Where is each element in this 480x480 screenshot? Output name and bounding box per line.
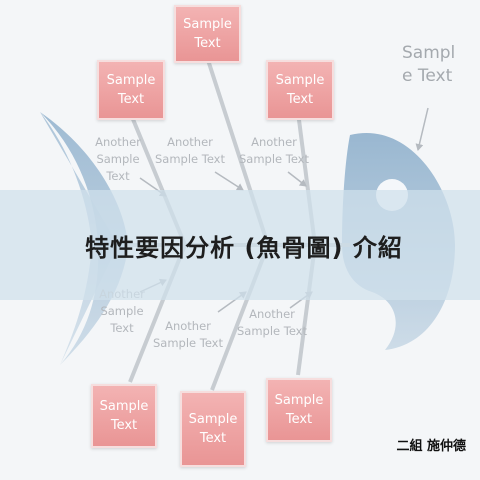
sample-box-upper-right: Sample Text — [266, 60, 334, 120]
label-upper-right: Another Sample Text — [238, 135, 310, 166]
arrow-upper-mid — [214, 171, 244, 191]
head-callout-text: Sampl e Text — [402, 43, 456, 86]
label-upper-mid: Another Sample Text — [154, 135, 226, 166]
arrow-callout — [415, 107, 429, 151]
sample-box-bottom-center: Sample Text — [180, 391, 246, 467]
author-credit: 二組 施仲德 — [396, 439, 466, 454]
page-title: 特性要因分析 (魚骨圖) 介紹 — [85, 233, 403, 262]
arrow-upper-right — [287, 171, 307, 187]
label-lower-right: Another Sample Text — [236, 307, 308, 338]
sample-box-lower-right: Sample Text — [266, 378, 332, 442]
label-upper-left: Another Sample Text — [95, 135, 141, 183]
sample-box-lower-left: Sample Text — [91, 384, 157, 448]
sample-box-upper-left: Sample Text — [97, 60, 165, 120]
title-banner: 特性要因分析 (魚骨圖) 介紹 — [0, 190, 480, 300]
sample-box-top-center: Sample Text — [174, 5, 241, 63]
label-lower-mid: Another Sample Text — [152, 319, 224, 350]
fish-tail — [40, 112, 128, 365]
